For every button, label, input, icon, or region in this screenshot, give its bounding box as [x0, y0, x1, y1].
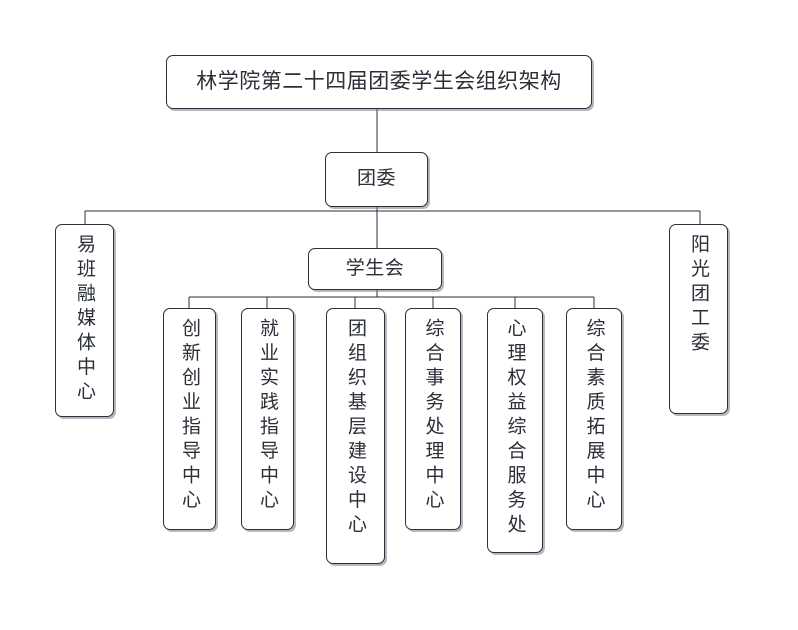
org-node-yiban-media-center-label: 易班融媒体中心 — [74, 234, 95, 406]
org-node-employment-practice-center[interactable]: 就业实践指导中心 — [241, 308, 294, 530]
org-node-general-affairs-center[interactable]: 综合事务处理中心 — [405, 308, 461, 530]
org-node-league-committee[interactable]: 团委 — [325, 152, 428, 207]
org-node-psychology-rights-service-office[interactable]: 心理权益综合服务处 — [487, 308, 543, 553]
org-node-student-union-label: 学生会 — [345, 257, 405, 279]
org-node-league-committee-label: 团委 — [356, 168, 396, 190]
org-node-sunshine-league-committee-label: 阳光团工委 — [688, 234, 709, 357]
org-node-title[interactable]: 林学院第二十四届团委学生会组织架构 — [166, 55, 592, 109]
org-node-student-union[interactable]: 学生会 — [308, 248, 442, 290]
org-node-innovation-entrepreneurship-center[interactable]: 创新创业指导中心 — [163, 308, 216, 530]
org-node-title-label: 林学院第二十四届团委学生会组织架构 — [196, 69, 562, 93]
org-node-psychology-rights-service-office-label: 心理权益综合服务处 — [504, 318, 526, 539]
org-node-general-affairs-center-label: 综合事务处理中心 — [422, 318, 444, 514]
org-node-comprehensive-quality-development-center[interactable]: 综合素质拓展中心 — [566, 308, 622, 530]
org-node-grassroots-organization-center-label: 团组织基层建设中心 — [345, 318, 366, 539]
org-node-grassroots-organization-center[interactable]: 团组织基层建设中心 — [326, 308, 385, 564]
org-node-sunshine-league-committee[interactable]: 阳光团工委 — [669, 224, 728, 414]
org-node-employment-practice-center-label: 就业实践指导中心 — [257, 318, 278, 514]
org-node-yiban-media-center[interactable]: 易班融媒体中心 — [55, 224, 114, 417]
org-node-innovation-entrepreneurship-center-label: 创新创业指导中心 — [179, 318, 200, 514]
org-node-comprehensive-quality-development-center-label: 综合素质拓展中心 — [583, 318, 605, 514]
